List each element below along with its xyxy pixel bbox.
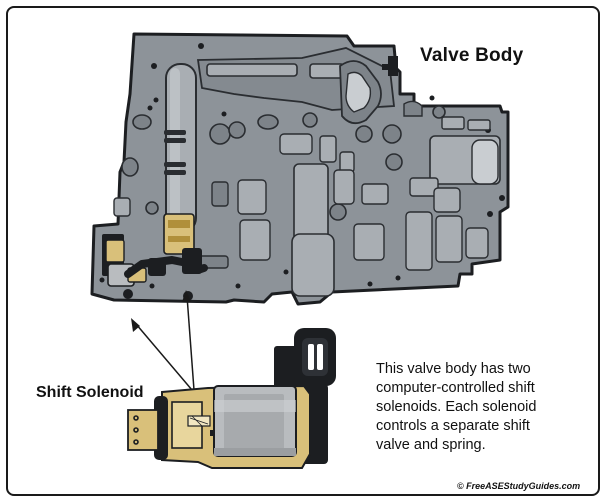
- callout-arrows: [131, 290, 195, 391]
- description-line: controls a separate shift: [376, 418, 530, 434]
- valve-body-solenoid-b: [163, 213, 195, 255]
- copyright-credit: © FreeASEStudyGuides.com: [457, 481, 581, 491]
- valve-body: [90, 32, 510, 306]
- valve-body-illustration: [90, 32, 510, 469]
- shift-solenoid-label: Shift Solenoid: [36, 384, 144, 401]
- diagram-title: Valve Body: [420, 45, 524, 66]
- description-line: valve and spring.: [376, 437, 486, 453]
- description-line: computer-controlled shift: [376, 380, 535, 396]
- description-line: solenoids. Each solenoid: [376, 399, 537, 415]
- figure-frame: Valve Body Shift Solenoid This valve bod…: [6, 6, 600, 496]
- shift-solenoid-enlarged: [127, 328, 336, 469]
- description-text: This valve body has two computer-control…: [376, 360, 581, 455]
- description-line: This valve body has two: [376, 361, 531, 377]
